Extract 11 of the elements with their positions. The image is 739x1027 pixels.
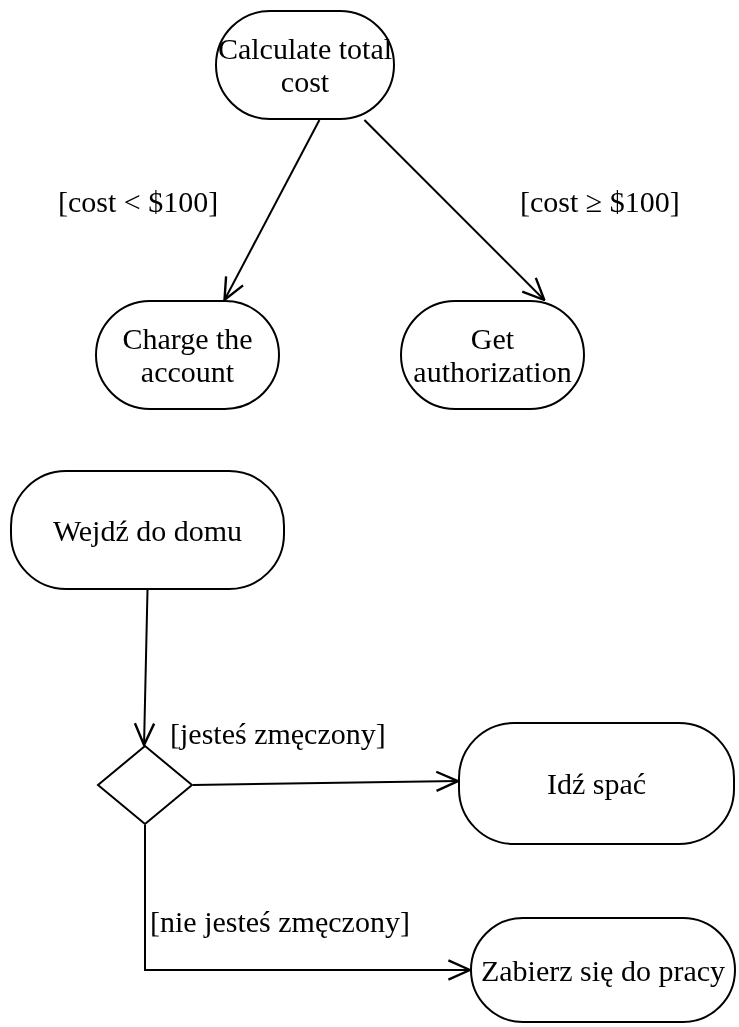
arrow	[192, 770, 460, 793]
arrow	[144, 824, 472, 981]
action-node: Get authorization	[400, 300, 585, 410]
action-node: Charge the account	[95, 300, 280, 410]
arrow	[133, 589, 156, 747]
action-node: Calculate total cost	[215, 10, 395, 120]
action-node: Zabierz się do pracy	[470, 917, 736, 1023]
arrow	[363, 119, 546, 302]
action-node: Idź spać	[458, 722, 735, 845]
action-node: Wejdź do domu	[10, 470, 285, 590]
arrow	[223, 119, 321, 302]
